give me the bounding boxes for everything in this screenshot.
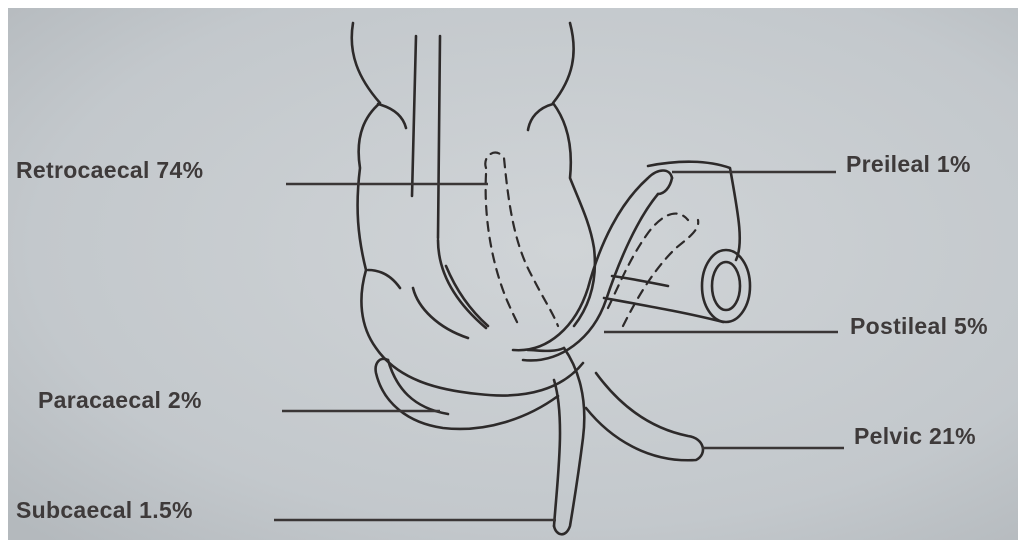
label-pelvic: Pelvic 21% [854,423,976,449]
label-paracaecal: Paracaecal 2% [38,387,202,413]
label-preileal: Preileal 1% [846,151,971,177]
label-subcaecal: Subcaecal 1.5% [16,497,193,523]
label-postileal: Postileal 5% [850,313,988,339]
label-retrocaecal: Retrocaecal 74% [16,157,203,183]
paper-background [8,8,1018,540]
appendix-positions-diagram: Retrocaecal 74% Preileal 1% Postileal 5%… [8,8,1018,540]
